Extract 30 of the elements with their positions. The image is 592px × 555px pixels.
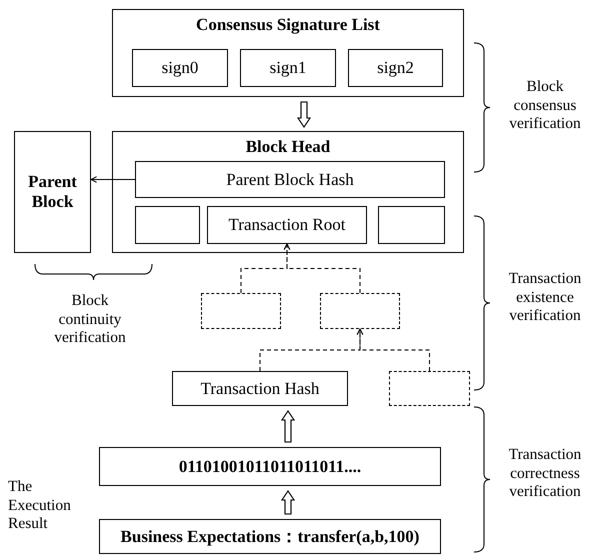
annotation-text: Block continuity verification (53, 292, 127, 348)
signature-box: sign2 (348, 49, 443, 87)
empty-field-box (135, 206, 200, 244)
annotation-text: Transaction correctness verification (508, 446, 582, 502)
hash-field-box: Parent Block Hash (135, 161, 445, 198)
parent-block-box: Parent Block (14, 131, 91, 253)
hollow-arrow (296, 101, 312, 128)
panel-title: Block Head (244, 137, 332, 157)
business-expectations-box: Business Expectations：transfer(a,b,100) (99, 519, 441, 554)
dashed-tree-node (389, 371, 470, 406)
hollow-arrow (280, 490, 296, 515)
hollow-arrow (280, 410, 296, 443)
annotation-text: The Execution Result (8, 478, 72, 534)
signature-list-panel (112, 9, 464, 97)
block-head-panel (112, 131, 464, 253)
binary-data-box: 01101001011011011011.... (99, 447, 441, 486)
panel-title: Consensus Signature List (195, 15, 381, 35)
annotation-text: Block consensus verification (508, 78, 582, 134)
empty-field-box (378, 206, 445, 244)
arrow (356, 328, 430, 372)
annotation-text: Transaction existence verification (508, 270, 582, 326)
root-field-box: Transaction Root (207, 206, 367, 244)
dashed-tree-node (320, 293, 400, 329)
signature-box: sign0 (132, 49, 228, 87)
signature-box: sign1 (240, 49, 336, 87)
arrow (284, 244, 360, 294)
transaction-hash-box: Transaction Hash (172, 371, 348, 406)
arrow (90, 176, 136, 183)
arrow (260, 328, 364, 372)
dashed-tree-node (201, 293, 281, 329)
